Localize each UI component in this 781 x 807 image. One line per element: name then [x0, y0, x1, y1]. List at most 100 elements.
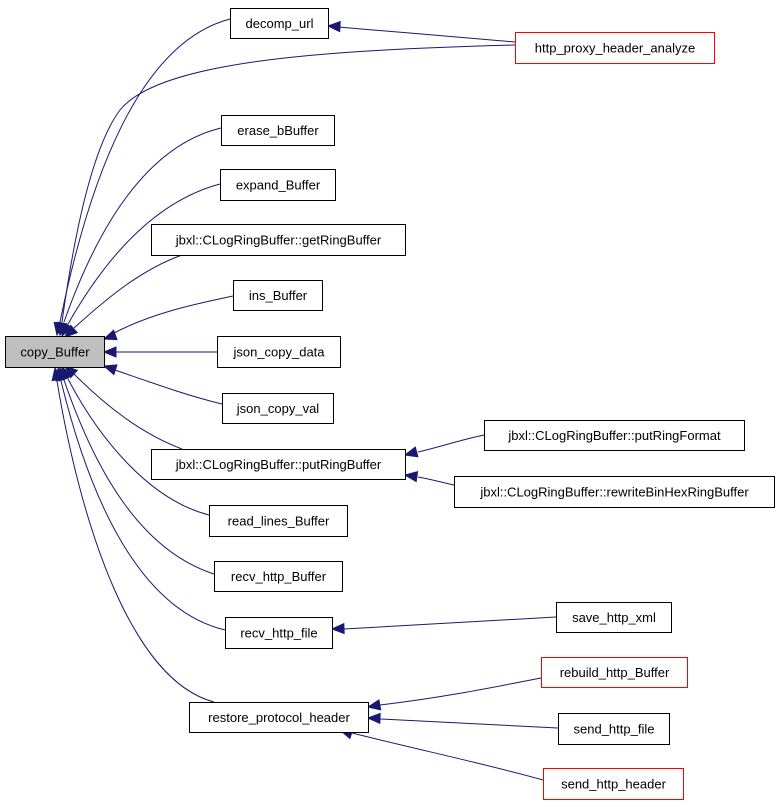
edges-layer — [51, 18, 559, 781]
node-label: erase_bBuffer — [237, 123, 319, 138]
node-erase-bbuffer[interactable]: erase_bBuffer — [221, 115, 335, 146]
edge-http_proxy_header_analyze-to-decomp_url — [326, 20, 516, 43]
node-box — [222, 393, 334, 424]
edge-line — [67, 183, 221, 325]
node-send-http-file[interactable]: send_http_file — [558, 713, 670, 745]
nodes-layer: copy_Buffer decomp_url http_proxy_header_a… — [5, 8, 775, 800]
edge-line — [63, 379, 215, 575]
edge-expand_Buffer-to-copy_Buffer — [61, 183, 221, 338]
edge-line — [379, 718, 559, 729]
node-putringbuffer[interactable]: jbxl::CLogRingBuffer::putRingBuffer — [151, 449, 406, 480]
edge-decomp_url-to-copy_Buffer — [53, 18, 231, 337]
arrowhead — [51, 366, 63, 382]
arrowhead — [102, 329, 118, 341]
node-recv-http-buffer[interactable]: recv_http_Buffer — [214, 561, 343, 592]
node-box — [230, 8, 329, 39]
node-rebuild-http-buffer[interactable]: rebuild_http_Buffer — [541, 657, 688, 688]
edge-recv_http_file-to-copy_Buffer — [55, 366, 226, 631]
node-decomp-url[interactable]: decomp_url — [230, 8, 329, 39]
edge-read_lines_Buffer-to-copy_Buffer — [61, 365, 210, 516]
node-label: http_proxy_header_analyze — [535, 41, 695, 56]
node-label: jbxl::CLogRingBuffer::putRingBuffer — [175, 457, 382, 472]
edge-restore_protocol_header-to-copy_Buffer — [51, 366, 215, 703]
edge-line — [351, 732, 544, 781]
node-label: save_http_xml — [572, 610, 656, 625]
arrowhead — [102, 346, 117, 358]
node-box — [541, 657, 688, 688]
node-label: expand_Buffer — [236, 178, 321, 193]
arrowhead — [102, 364, 118, 376]
node-label: recv_http_file — [240, 626, 317, 641]
edge-line — [417, 476, 455, 486]
edge-save_http_xml-to-recv_http_file — [330, 616, 557, 635]
arrowhead — [403, 471, 419, 483]
node-box — [220, 169, 336, 201]
edge-rewriteBinHexRingBuffer-to-putRingBuffer — [403, 471, 455, 486]
arrowhead — [403, 446, 419, 458]
arrowhead — [366, 699, 382, 711]
node-read-lines-buffer[interactable]: read_lines_Buffer — [209, 505, 348, 537]
node-box — [151, 449, 406, 480]
edge-line — [73, 373, 183, 450]
node-label: recv_http_Buffer — [231, 569, 327, 584]
edge-getRingBuffer-to-copy_Buffer — [64, 254, 183, 338]
node-save-http-xml[interactable]: save_http_xml — [556, 602, 672, 633]
node-putringformat[interactable]: jbxl::CLogRingBuffer::putRingFormat — [484, 420, 745, 451]
node-box — [233, 280, 323, 311]
node-label: send_http_file — [574, 722, 655, 737]
node-label: read_lines_Buffer — [228, 514, 330, 529]
edge-line — [73, 254, 183, 329]
edge-json_copy_val-to-copy_Buffer — [102, 364, 223, 405]
node-box — [454, 476, 775, 508]
edge-putRingFormat-to-putRingBuffer — [403, 434, 485, 458]
arrowhead — [326, 20, 341, 33]
arrowhead — [64, 324, 79, 338]
node-getringbuffer[interactable]: jbxl::CLogRingBuffer::getRingBuffer — [151, 224, 406, 256]
node-label: restore_protocol_header — [208, 710, 350, 725]
edge-line — [337, 26, 516, 43]
arrowhead — [330, 622, 345, 635]
node-box — [484, 420, 745, 451]
node-label: copy_Buffer — [20, 345, 90, 360]
node-rewritebinhexringbuffer[interactable]: jbxl::CLogRingBuffer::rewriteBinHexRingB… — [454, 476, 775, 508]
edge-line — [59, 18, 231, 323]
node-box — [151, 224, 406, 256]
edge-line — [417, 434, 485, 453]
node-box — [556, 602, 672, 633]
node-expand-buffer[interactable]: expand_Buffer — [220, 169, 336, 201]
node-label: ins_Buffer — [249, 288, 308, 303]
node-label: jbxl::CLogRingBuffer::rewriteBinHexRingB… — [479, 485, 749, 500]
edge-ins_Buffer-to-copy_Buffer — [102, 295, 234, 341]
node-label: send_http_header — [561, 777, 666, 792]
node-copy-buffer[interactable]: copy_Buffer — [5, 336, 105, 368]
node-send-http-header[interactable]: send_http_header — [543, 768, 684, 800]
node-label: json_copy_data — [232, 345, 325, 360]
node-box — [558, 713, 670, 745]
edge-line — [343, 616, 557, 630]
edge-line — [67, 378, 210, 516]
node-ins-buffer[interactable]: ins_Buffer — [233, 280, 323, 311]
edge-line — [61, 44, 516, 323]
arrowhead — [366, 712, 381, 725]
node-recv-http-file[interactable]: recv_http_file — [225, 617, 333, 649]
edge-line — [111, 368, 223, 405]
node-box — [221, 115, 335, 146]
edge-line — [111, 295, 234, 335]
node-label: rebuild_http_Buffer — [560, 665, 670, 680]
node-restore-protocol-header[interactable]: restore_protocol_header — [189, 702, 369, 733]
node-label: jbxl::CLogRingBuffer::getRingBuffer — [175, 233, 382, 248]
node-label: decomp_url — [246, 16, 314, 31]
edge-line — [379, 677, 542, 706]
edge-putRingBuffer-to-copy_Buffer — [64, 365, 183, 450]
edge-send_http_header-to-restore_protocol_header — [338, 728, 544, 781]
edge-line — [60, 380, 226, 631]
node-box — [225, 617, 333, 649]
node-box — [515, 32, 715, 64]
node-http-proxy-header-analyze[interactable]: http_proxy_header_analyze — [515, 32, 715, 64]
edge-send_http_file-to-restore_protocol_header — [366, 712, 559, 729]
edge-rebuild_http_Buffer-to-restore_protocol_header — [366, 677, 542, 711]
node-json-copy-data[interactable]: json_copy_data — [217, 336, 341, 368]
edge-line — [63, 127, 222, 323]
node-json-copy-val[interactable]: json_copy_val — [222, 393, 334, 424]
